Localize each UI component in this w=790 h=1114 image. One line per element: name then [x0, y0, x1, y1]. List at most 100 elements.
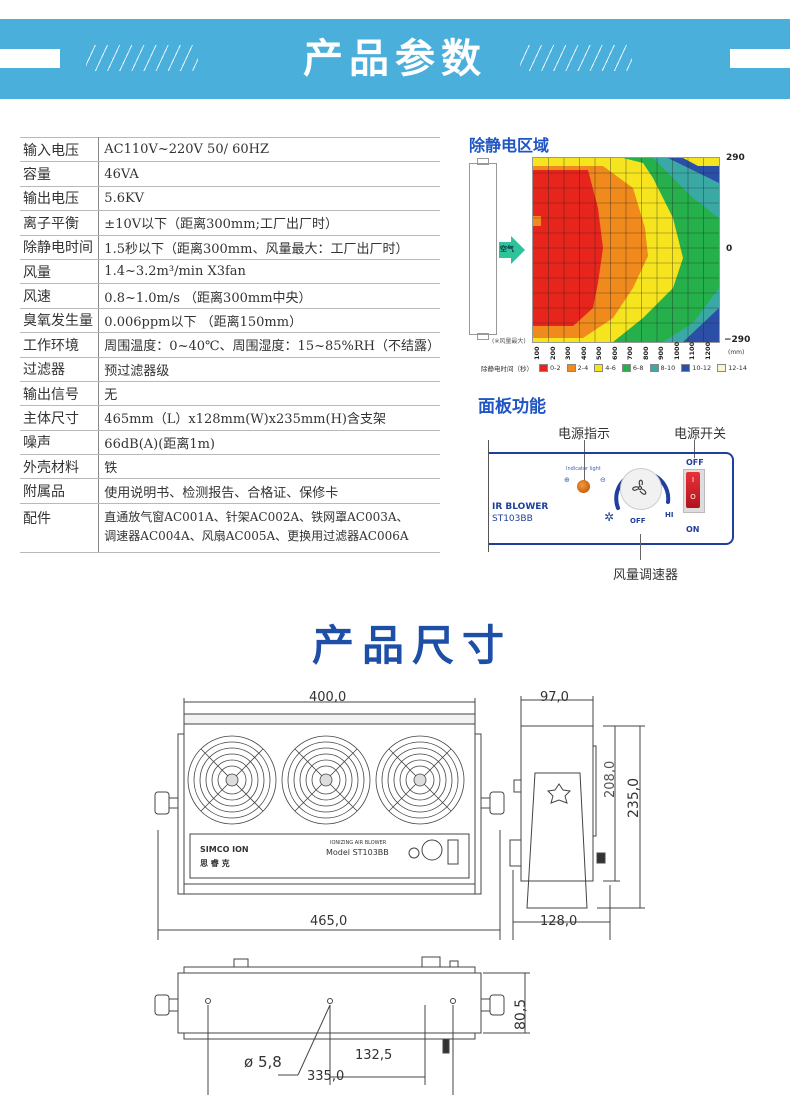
dim-front-total-width: 465,0 [310, 914, 348, 929]
spec-row: 离子平衡±10V以下（距离300mm;工厂出厂时） [20, 210, 440, 236]
dim-side-base-depth: 128,0 [540, 914, 578, 929]
spec-value: 46VA [98, 161, 440, 187]
spec-value: 直通放气窗AC001A、针架AC002A、铁网罩AC003A、调速器AC004A… [98, 503, 440, 553]
dimensions-title: 产品尺寸 [312, 621, 513, 670]
section-banner: 产品参数 [0, 19, 790, 99]
spec-value: 无 [98, 381, 440, 407]
y-tick-bottom: −290 [724, 335, 751, 345]
airflow-note: (※风量最大) [492, 338, 526, 345]
spec-value: 使用说明书、检测报告、合格证、保修卡 [98, 478, 440, 504]
dim-hole-diameter: ø 5,8 [244, 1053, 282, 1071]
bottom-view-drawing [154, 956, 530, 1095]
dim-hole-total: 335,0 [307, 1069, 345, 1084]
spec-value: 1.5秒以下（距离300mm、风量最大：工厂出厂时） [98, 235, 440, 260]
dim-side-inner-height: 208,0 [603, 760, 618, 798]
x-tick: 1000 [672, 341, 681, 360]
discharge-heatmap [532, 157, 720, 343]
discharge-zone-title: 除静电区域 [469, 136, 550, 155]
x-tick: 1100 [688, 341, 696, 360]
legend-item: 4-6 [594, 364, 616, 372]
spec-value: 66dB(A)(距离1m) [98, 430, 440, 456]
fan-icon [632, 479, 647, 495]
spec-value: 预过滤器级 [98, 357, 440, 382]
y-tick-top: 290 [726, 153, 745, 163]
front-view-drawing: SIMCO ION 思 睿 克 [154, 698, 505, 940]
control-panel-diagram [488, 452, 734, 545]
callout-line-speed [640, 534, 641, 560]
callout-speed: 风量调速器 [613, 568, 679, 583]
spec-value: 0.006ppm以下 （距离150mm） [98, 308, 440, 334]
dim-front-top-width: 400,0 [309, 690, 347, 705]
spec-value: 465mm（L）x128mm(W)x235mm(H)含支架 [98, 405, 440, 431]
x-tick: 200 [548, 346, 557, 360]
spec-key: 输出电压 [20, 186, 100, 212]
ionizer-side-diagram [469, 163, 497, 335]
spec-value: 0.8~1.0m/s （距离300mm中央） [98, 283, 440, 309]
x-tick: 800 [641, 346, 650, 360]
x-tick: 300 [564, 346, 572, 360]
ionizer-bottom-cap [477, 333, 489, 340]
legend-item: 10-12 [681, 364, 711, 372]
callout-indicator: 电源指示 [558, 427, 611, 442]
x-tick: 900 [657, 346, 665, 360]
spec-key: 外壳材料 [20, 454, 100, 480]
spec-key: 臭氧发生量 [20, 308, 100, 334]
x-tick: 400 [579, 346, 588, 360]
spec-key: 风速 [20, 283, 100, 309]
callout-line-switch [694, 440, 695, 458]
side-view-drawing [509, 696, 645, 940]
spec-key: 噪声 [20, 430, 100, 456]
spec-value: ±10V以下（距离300mm;工厂出厂时） [98, 210, 440, 236]
panel-brand-line2: ST103BB [492, 514, 533, 524]
callout-switch: 电源开关 [674, 427, 727, 442]
legend-swatch [566, 364, 576, 372]
panel-brand-line1: IR BLOWER [492, 502, 549, 512]
x-tick: 700 [626, 346, 634, 360]
panel-break-line [488, 440, 489, 552]
legend-swatch [539, 364, 548, 372]
knob-hi-label: HI [665, 511, 674, 519]
spec-row: 输出信号无 [20, 381, 440, 407]
spec-key: 主体尺寸 [20, 405, 100, 431]
svg-text:SIMCO ION: SIMCO ION [200, 845, 249, 854]
legend-item: 2-4 [566, 364, 588, 372]
legend-item: 0-2 [539, 364, 561, 372]
plate-text-1: IONIZING AIR BLOWER [330, 840, 387, 846]
low-speed-icon: ✲ [604, 510, 615, 524]
callout-line-indicator [584, 440, 585, 482]
banner-notch-right [730, 49, 790, 68]
plus-icon: ⊕ [564, 476, 570, 484]
x-unit: (mm) [728, 349, 745, 356]
spec-row: 工作环境周围温度：0~40℃、周围湿度：15~85%RH（不结露） [20, 332, 440, 358]
spec-key: 除静电时间 [20, 235, 100, 260]
knob-off-label: OFF [630, 517, 646, 525]
dim-hole-spacing: 132,5 [355, 1048, 393, 1063]
legend-title: 除静电时间（秒） [481, 365, 533, 373]
spec-value: 1.4~3.2m³/min X3fan [98, 259, 440, 285]
y-tick-mid: 0 [726, 244, 733, 254]
spec-value: 周围温度：0~40℃、周围湿度：15~85%RH（不结露） [98, 332, 440, 358]
switch-off-label: OFF [686, 458, 704, 467]
legend-item: 8-10 [649, 364, 675, 372]
spec-value: 5.6KV [98, 186, 440, 212]
spec-key: 输入电压 [20, 136, 100, 163]
legend-item: 6-8 [621, 364, 644, 372]
plate-text-2: Model ST103BB [326, 848, 389, 857]
spec-value: 铁 [98, 454, 440, 480]
minus-icon: ⊖ [600, 476, 606, 484]
spec-key: 风量 [20, 259, 100, 285]
dim-side-total-height: 235,0 [626, 777, 642, 818]
spec-key: 离子平衡 [20, 210, 100, 236]
x-tick: 500 [595, 346, 603, 360]
